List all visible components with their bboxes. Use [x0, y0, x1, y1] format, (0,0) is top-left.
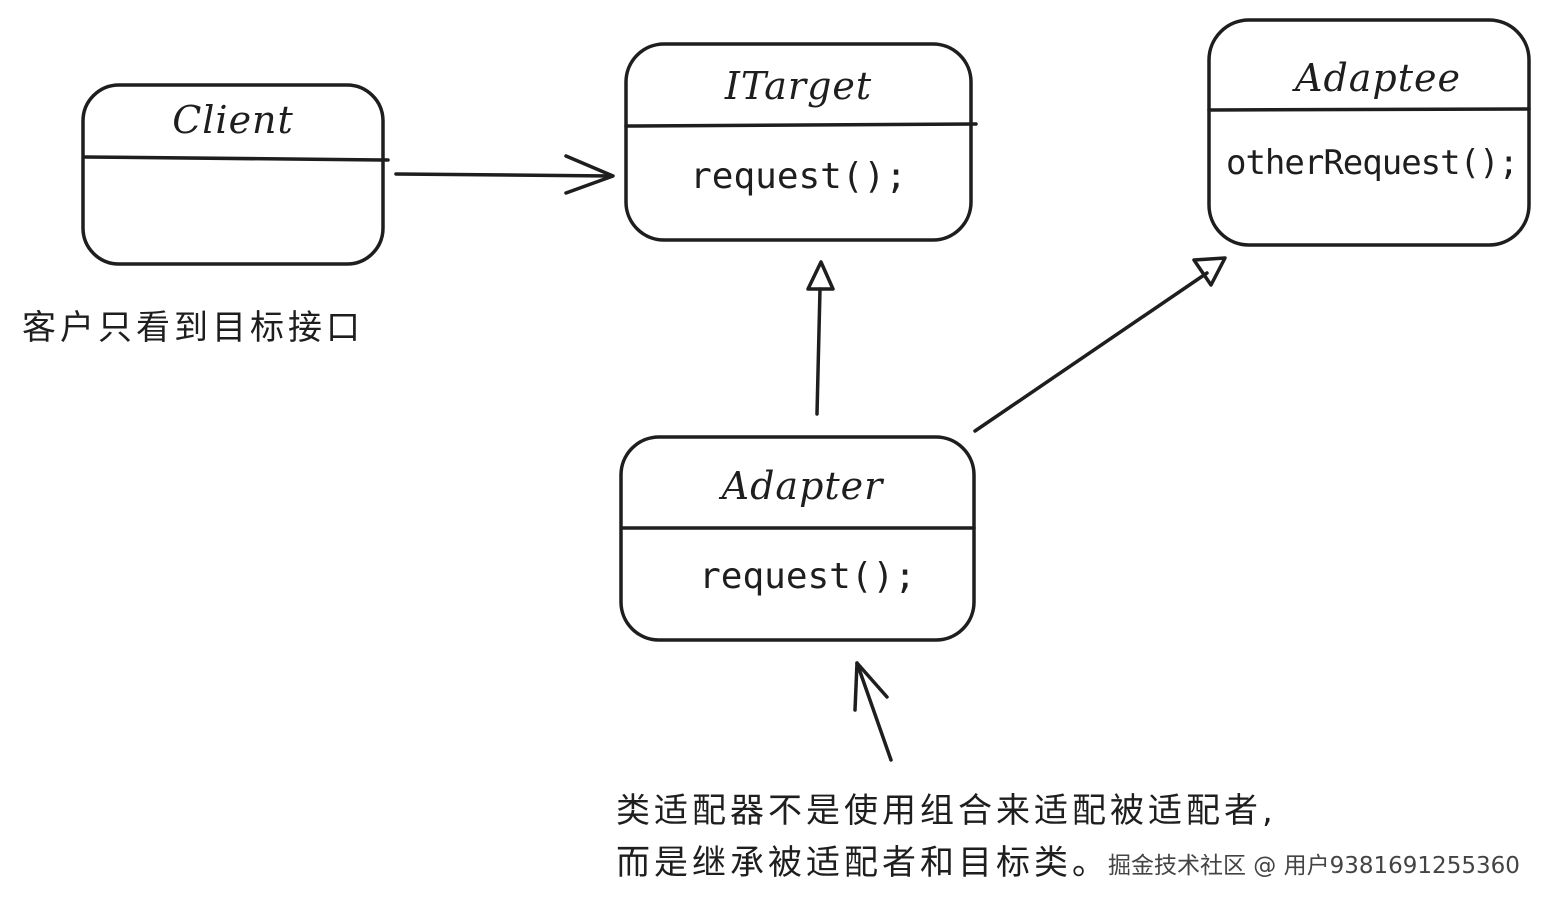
- client-to-itarget-arrowhead: [564, 154, 615, 195]
- adapter-to-itarget-triangle: [806, 260, 835, 291]
- adaptee-box: [1207, 18, 1531, 247]
- client-box: [81, 83, 385, 266]
- client-divider: [82, 155, 390, 162]
- adapter-to-itarget-line: [815, 287, 822, 416]
- adapter-method: request();: [699, 556, 916, 597]
- adaptee-title: Adaptee: [1295, 56, 1461, 100]
- itarget-title: ITarget: [724, 64, 873, 108]
- annotation-line-1: 类适配器不是使用组合来适配被适配者,: [616, 791, 1277, 831]
- annotation-pointer-arrowhead: [853, 661, 889, 712]
- adapter-to-adaptee-triangle: [1192, 256, 1227, 287]
- watermark-text: 掘金技术社区 @ 用户9381691255360: [1108, 853, 1520, 879]
- adapter-title: Adapter: [721, 464, 884, 508]
- client-title: Client: [172, 98, 294, 142]
- itarget-box: [624, 42, 973, 242]
- annotation-pointer-line: [855, 661, 893, 762]
- client-note: 客户只看到目标接口: [22, 308, 364, 348]
- client-to-itarget-line: [394, 172, 614, 178]
- adapter-to-adaptee-line: [973, 271, 1209, 433]
- itarget-divider: [624, 122, 978, 128]
- itarget-method: request();: [690, 156, 907, 197]
- adaptee-divider: [1207, 107, 1531, 112]
- annotation-line-2: 而是继承被适配者和目标类。: [616, 843, 1110, 883]
- adaptee-method: otherRequest();: [1225, 143, 1519, 183]
- adapter-box: [619, 435, 976, 642]
